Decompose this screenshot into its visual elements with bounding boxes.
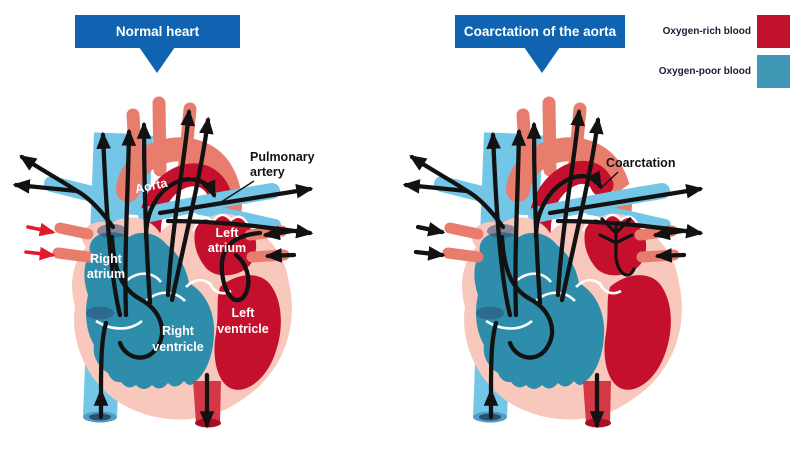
normal-heart-banner-pointer [139,47,175,73]
normal-heart-banner: Normal heart [75,15,240,48]
pulmonary-artery-label-line2: artery [250,165,285,179]
right-atrium-label-line1: Right [90,252,123,266]
left-ventricle-label-line2: ventricle [217,322,268,336]
normal-heart-labels: Aorta Right atrium Left atrium Right ven… [87,150,315,354]
left-atrium-label-line2: atrium [208,241,246,255]
left-ventricle-label-line1: Left [232,306,256,320]
legend-item-oxygen-poor: Oxygen-poor blood [659,55,790,88]
coarctation-heart-diagram: Coarctation [402,96,704,429]
entry-arrow [413,246,446,261]
coarctation-labels: Coarctation [599,156,675,190]
aorta-label: Aorta [134,176,170,197]
legend-label-oxygen-poor: Oxygen-poor blood [658,66,751,77]
legend-swatch-oxygen-poor-icon [757,55,790,88]
legend-item-oxygen-rich: Oxygen-rich blood [663,15,790,48]
left-ventricle-chamber [604,275,671,390]
blood-flow-arrows [402,108,704,429]
coarctation-pointer-line [599,171,619,190]
blood-flow-arrows [12,108,314,429]
coarctation-banner: Coarctation of the aorta [455,15,625,48]
left-atrium-label-line1: Left [216,226,240,240]
right-ventricle-label-line1: Right [162,324,195,338]
coarctation-label: Coarctation [606,156,675,170]
pulmonary-artery-pointer-line [214,180,255,207]
legend-label-oxygen-rich: Oxygen-rich blood [662,26,751,37]
coarctation-banner-pointer [524,47,560,73]
entry-arrow [415,222,446,237]
normal-heart-diagram: Aorta Right atrium Left atrium Right ven… [12,96,315,429]
pulmonary-artery-label-line1: Pulmonary [250,150,315,164]
legend-swatch-oxygen-rich-icon [757,15,790,48]
right-ventricle-label-line2: ventricle [152,340,203,354]
left-ventricle-chamber [214,275,281,390]
oxygen-rich-entry-arrows [24,222,56,261]
right-atrium-label-line2: atrium [87,267,125,281]
heart-valves [95,272,232,330]
left-atrium-flow-branches [598,217,636,277]
